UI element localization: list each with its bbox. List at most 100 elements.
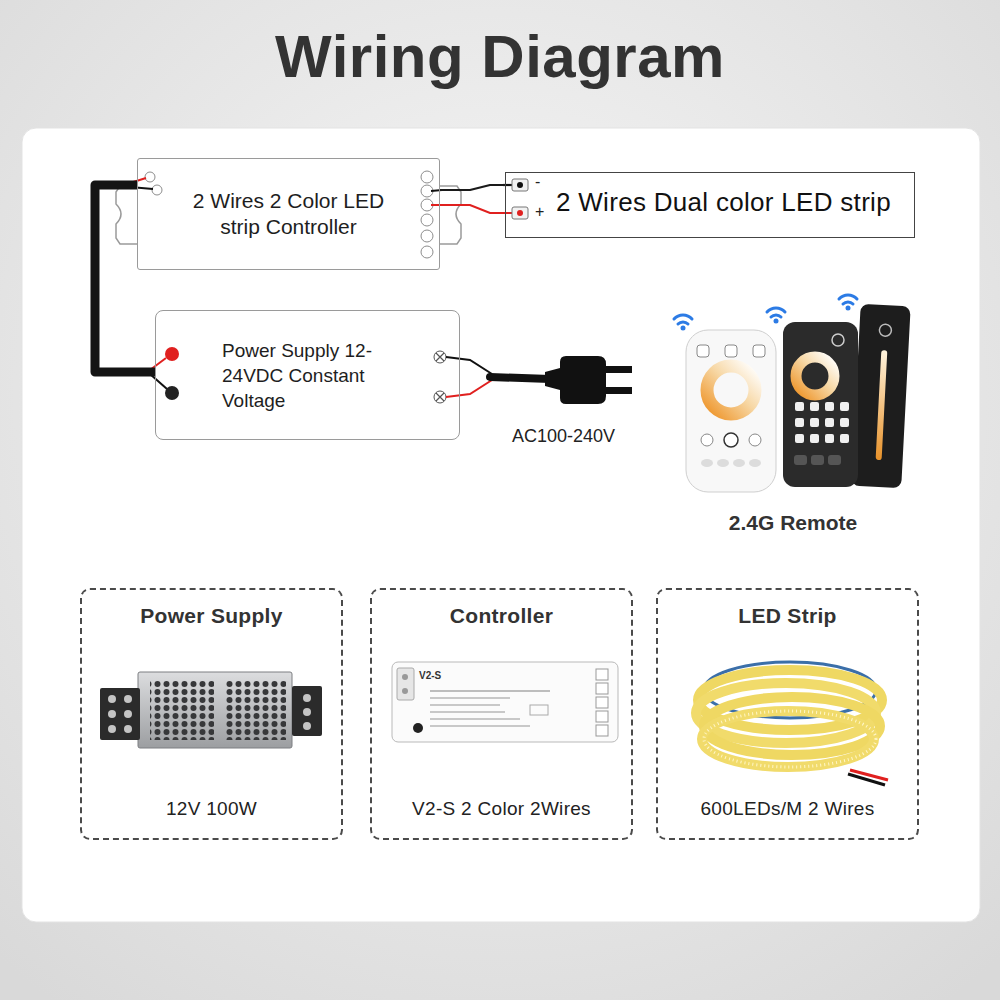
controller-box: 2 Wires 2 Color LED strip Controller [137,158,440,270]
black-wire [431,190,442,191]
output-terminal [596,711,608,722]
power-button [832,334,844,346]
color-ring [707,366,755,414]
voltage-label: AC100-240V [512,426,615,447]
solder-dot [517,182,523,188]
mount-flange [440,186,461,244]
remote-button [810,434,819,443]
plug-body [545,356,606,404]
product-panel: LED Strip600LEDs/M 2 Wires [656,588,919,840]
wifi-dot [774,319,779,324]
print-line [430,725,530,727]
remote-button [825,418,834,427]
match-button [413,723,423,733]
screw [108,710,116,718]
remote-button [701,434,713,446]
screw [303,694,311,702]
black-lead [848,774,885,785]
pin-name: + [535,203,544,221]
node-title: 2 Wires Dual color LED strip [556,187,891,218]
remote-button [810,418,819,427]
output-terminal [596,725,608,736]
remote-button [795,402,804,411]
wifi-dot [846,306,851,311]
node-title: 2 Wires 2 Color LED strip Controller [193,188,385,240]
solder-pad [512,179,528,191]
psu-terminal-block [100,688,140,740]
solder-dot [517,210,523,216]
slider-strip [876,350,888,460]
black-wire [130,187,153,189]
screw [303,722,311,730]
remote-button [795,418,804,427]
remote-button [825,402,834,411]
remote-button [749,434,761,446]
white-remote [686,330,776,492]
remote-button [794,455,807,465]
ac-terminal [434,351,446,363]
psu-case [138,672,292,748]
terminal-cross [436,393,444,401]
pin-name: - [535,173,540,191]
plug-prong [606,366,632,373]
power-button [724,433,738,447]
red-wire [150,358,166,370]
terminal [145,172,155,182]
output-terminal [596,697,608,708]
remote-button [825,434,834,443]
remote-button [733,459,745,467]
controller-case [392,662,618,742]
wifi-icon [839,295,857,304]
product-panel: ControllerV2-S 2 Color 2Wires [370,588,633,840]
remote-button [840,418,849,427]
remote-button [828,455,841,465]
power-button [879,324,892,337]
node-title: Controller [450,604,553,628]
black-remote [783,322,858,487]
red-wire [130,178,146,183]
node-detail: 12V 100W [166,798,257,820]
remote-button [811,455,824,465]
solder-pad [512,207,528,219]
node-title: Power Supply 12-24VDC Constant Voltage [222,338,376,413]
black-wire [446,357,492,374]
white-card [22,128,980,922]
screw [124,710,132,718]
cert-mark [530,705,548,715]
terminal [421,214,433,226]
mount-flange [116,186,137,244]
terminal [421,230,433,242]
led-wire [440,185,505,190]
model-label: V2-S [419,670,441,681]
black-wire [150,374,167,389]
psu-vents [224,680,286,740]
print-line [430,697,510,699]
wifi-icon [767,308,785,317]
wifi-icon [674,315,692,324]
output-terminal [596,669,608,680]
led-dots [704,711,876,767]
node-detail: V2-S 2 Color 2Wires [412,798,591,820]
remote-button [753,345,765,357]
remote-button [749,459,761,467]
screw [108,725,116,733]
psu-vents [150,680,214,740]
input-terminal [397,668,414,700]
power-cable [95,185,155,372]
remote-button [697,345,709,357]
print-line [430,718,520,720]
plug-prong [606,387,632,394]
red-wire [446,380,492,397]
screw [124,695,132,703]
color-ring [796,357,834,395]
terminal-cross [436,353,444,361]
slim-remote-body [851,304,910,488]
page-title: Wiring Diagram [0,22,1000,91]
slim-remote [851,304,910,488]
led-strip-box: 2 Wires Dual color LED strip [505,172,915,238]
product-panel: Power Supply12V 100W [80,588,343,840]
